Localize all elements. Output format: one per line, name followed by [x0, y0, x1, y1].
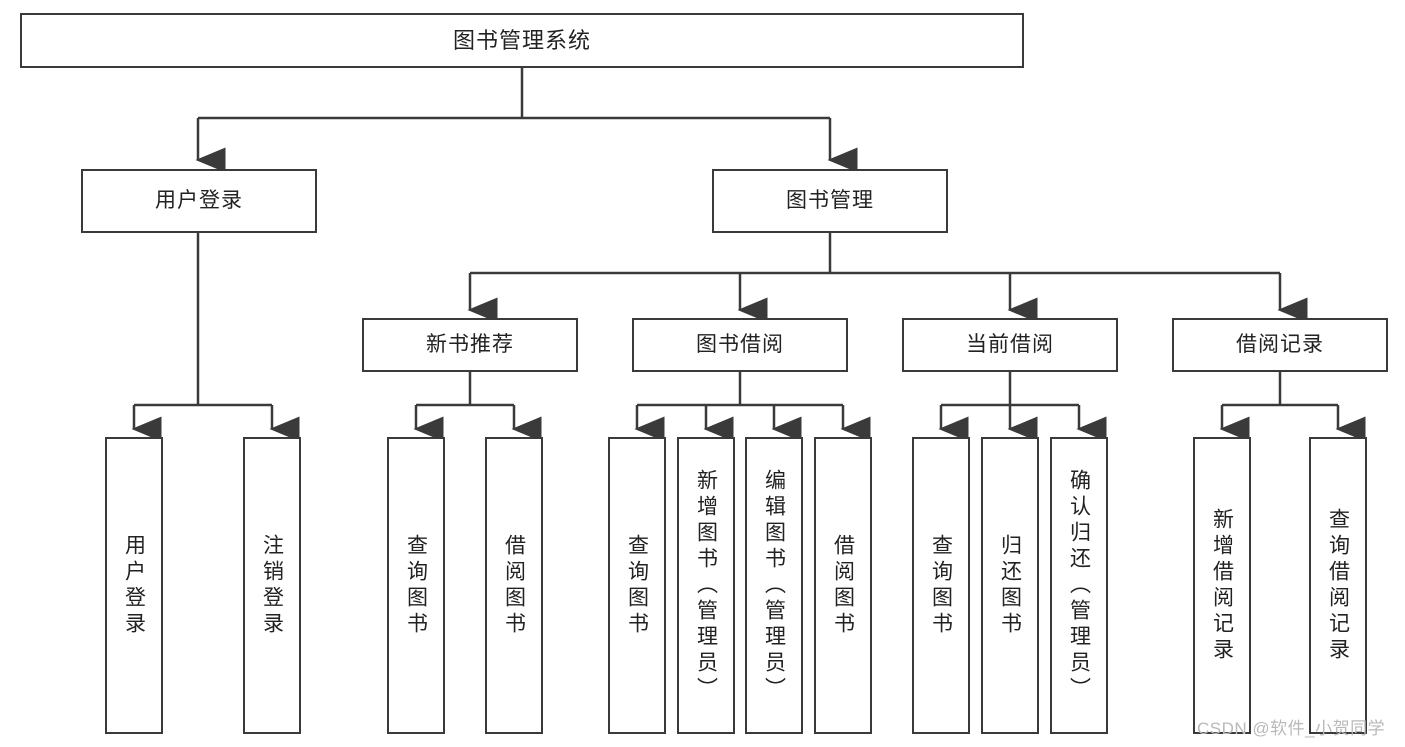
leaf-user-login-logout[interactable]: 注销登录	[243, 437, 301, 734]
leaf-current-borrow-return-book[interactable]: 归还图书	[981, 437, 1039, 734]
leaf-current-borrow-query-book[interactable]: 查询图书	[912, 437, 970, 734]
node-label: 注销登录	[260, 533, 284, 638]
node-label: 查询图书	[404, 533, 428, 638]
node-new-book-recommend[interactable]: 新书推荐	[362, 318, 578, 372]
node-label: 借阅图书	[831, 533, 855, 638]
node-label: 图书管理	[786, 188, 874, 212]
leaf-borrow-record-query-record[interactable]: 查询借阅记录	[1309, 437, 1367, 734]
leaf-book-borrow-borrow-book[interactable]: 借阅图书	[814, 437, 872, 734]
leaf-book-borrow-add-book-admin[interactable]: 新增图书（管理员）	[677, 437, 735, 734]
node-label: 新增图书（管理员）	[694, 468, 718, 703]
node-label: 查询图书	[625, 533, 649, 638]
node-borrow-record[interactable]: 借阅记录	[1172, 318, 1388, 372]
node-label: 查询借阅记录	[1326, 507, 1350, 664]
node-label: 确认归还（管理员）	[1067, 468, 1091, 703]
node-label: 查询图书	[929, 533, 953, 638]
leaf-new-book-query-book[interactable]: 查询图书	[387, 437, 445, 734]
node-label: 归还图书	[998, 533, 1022, 638]
node-current-borrow[interactable]: 当前借阅	[902, 318, 1118, 372]
leaf-current-borrow-confirm-return-admin[interactable]: 确认归还（管理员）	[1050, 437, 1108, 734]
node-user-login[interactable]: 用户登录	[81, 169, 317, 233]
node-label: 借阅记录	[1236, 332, 1324, 356]
leaf-user-login-login[interactable]: 用户登录	[105, 437, 163, 734]
node-label: 图书管理系统	[452, 27, 591, 53]
csdn-watermark: CSDN @软件_小贺同学	[1197, 719, 1386, 738]
leaf-borrow-record-add-record[interactable]: 新增借阅记录	[1193, 437, 1251, 734]
node-book-management[interactable]: 图书管理	[712, 169, 948, 233]
node-label: 用户登录	[155, 188, 243, 212]
node-label: 新增借阅记录	[1210, 507, 1234, 664]
leaf-book-borrow-edit-book-admin[interactable]: 编辑图书（管理员）	[745, 437, 803, 734]
node-label: 编辑图书（管理员）	[762, 468, 786, 703]
leaf-book-borrow-query-book[interactable]: 查询图书	[608, 437, 666, 734]
node-label: 新书推荐	[426, 332, 514, 356]
node-root-book-management-system[interactable]: 图书管理系统	[20, 13, 1024, 68]
node-label: 当前借阅	[966, 332, 1054, 356]
leaf-new-book-borrow-book[interactable]: 借阅图书	[485, 437, 543, 734]
node-label: 图书借阅	[696, 332, 784, 356]
node-label: 用户登录	[122, 533, 146, 638]
node-label: 借阅图书	[502, 533, 526, 638]
node-book-borrow[interactable]: 图书借阅	[632, 318, 848, 372]
